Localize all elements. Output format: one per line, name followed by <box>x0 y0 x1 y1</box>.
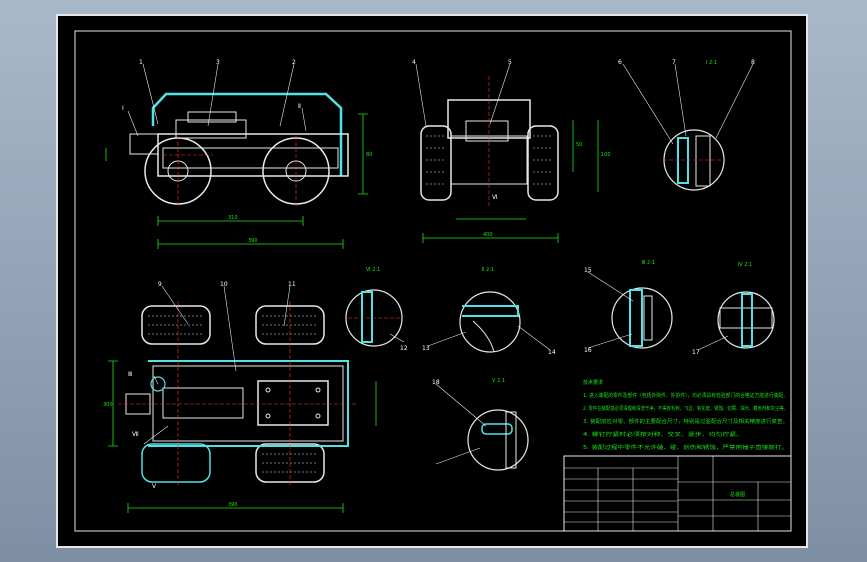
top-seat-plate <box>257 380 329 426</box>
balloon-3: 3 <box>216 59 220 66</box>
detail-title-6: Ⅵ 2:1 <box>366 267 380 273</box>
dim-top-length: 390 <box>228 502 238 508</box>
side-frame-inner <box>162 147 339 169</box>
balloon-14: 14 <box>548 349 556 356</box>
detail-vi: 12 Ⅵ 2:1 <box>345 267 408 352</box>
tech-note-4: 4. 螺钉拧紧时必须按对称、交叉、逐步、均匀拧紧。 <box>583 431 743 438</box>
section-mark-3: Ⅲ <box>128 371 132 378</box>
dim-front-h1: 50 <box>576 142 582 148</box>
balloon-4: 4 <box>412 59 416 66</box>
dim-height: 80 <box>366 152 372 158</box>
balloon-1: 1 <box>139 59 143 66</box>
top-housing <box>148 360 349 447</box>
balloon-5: 5 <box>508 59 512 66</box>
tech-note-3: 3. 装配前应对零、部件的主要配合尺寸，特别是过盈配合尺寸及相关精度进行复查。 <box>583 418 788 425</box>
section-mark-1: Ⅰ <box>122 105 124 112</box>
detail-i: 6 7 8 Ⅰ 2:1 <box>618 59 755 191</box>
detail-iii: 15 16 Ⅲ 2:1 <box>584 260 673 354</box>
cad-drawing: 310 390 80 1 3 2 Ⅰ Ⅱ 400 50 100 4 5 <box>74 30 792 532</box>
top-wheel-rl <box>141 443 211 483</box>
side-housing <box>151 92 343 126</box>
technical-notes: 技术要求 1. 进入装配的零件及部件（包括外购件、外协件），均必须具有检验部门的… <box>583 379 788 451</box>
detail-title-4: Ⅳ 2:1 <box>738 262 752 268</box>
side-view: 310 390 80 1 3 2 Ⅰ Ⅱ <box>105 59 372 249</box>
detail-v: 18 Ⅴ 2:1 <box>432 378 529 471</box>
front-view: 400 50 100 4 5 Ⅵ <box>412 59 611 243</box>
balloon-9: 9 <box>158 281 162 288</box>
detail-ii: 13 14 Ⅱ 2:1 <box>422 267 556 356</box>
dim-top-width: 300 <box>103 402 113 408</box>
tech-notes-title: 技术要求 <box>583 379 603 386</box>
top-frame <box>152 365 344 442</box>
engine-head <box>187 111 237 123</box>
section-mark-2: Ⅱ <box>298 103 301 110</box>
front-wheel-left <box>420 125 452 201</box>
tech-note-1: 1. 进入装配的零件及部件（包括外购件、外协件），均必须具有检验部门的合格证方能… <box>583 392 788 399</box>
balloon-6: 6 <box>618 59 622 66</box>
detail-title-2: Ⅱ 2:1 <box>482 267 494 273</box>
balloon-15: 15 <box>584 267 592 274</box>
top-engine <box>162 387 244 419</box>
section-mark-6: Ⅵ <box>492 194 498 201</box>
side-frame <box>157 133 349 177</box>
detail-title-5: Ⅴ 2:1 <box>492 378 505 384</box>
balloon-18: 18 <box>432 379 440 386</box>
top-view: 390 300 9 10 11 Ⅲ Ⅶ Ⅴ <box>103 281 377 513</box>
side-dim-lines <box>105 113 368 249</box>
front-engine <box>465 120 509 142</box>
balloon-12: 12 <box>400 345 408 352</box>
detail-title-1: Ⅰ 2:1 <box>706 60 717 66</box>
inner-border <box>74 30 792 532</box>
top-dim-lines <box>108 360 377 513</box>
balloon-7: 7 <box>672 59 676 66</box>
dim-wheelbase: 310 <box>228 215 238 221</box>
balloon-10: 10 <box>220 281 228 288</box>
section-mark-7: Ⅶ <box>132 431 139 438</box>
balloon-11: 11 <box>288 281 296 288</box>
dim-front-h2: 100 <box>601 152 611 158</box>
title-drawing-name: 总装图 <box>730 491 745 498</box>
tech-note-5: 5. 装配过程中零件不允许磕、碰、划伤和锈蚀，严禁用锤子直接敲打。 <box>583 444 788 451</box>
front-wheel-right <box>527 125 559 201</box>
detail-iv: 17 Ⅳ 2:1 <box>692 262 775 356</box>
balloon-16: 16 <box>584 347 592 354</box>
front-dim-lines <box>422 120 599 243</box>
balloon-17: 17 <box>692 349 700 356</box>
engine-block <box>175 119 247 139</box>
dim-length: 390 <box>248 238 258 244</box>
dim-track: 400 <box>483 232 493 238</box>
title-block: 总装图 <box>563 455 792 532</box>
balloon-13: 13 <box>422 345 430 352</box>
tech-note-2: 2. 零件在装配前必须清理和清洗干净，不得有毛刺、飞边、氧化皮、锈蚀、切屑、油污… <box>583 405 788 412</box>
balloon-8: 8 <box>751 59 755 66</box>
balloon-2: 2 <box>292 59 296 66</box>
drawing-sheet: 310 390 80 1 3 2 Ⅰ Ⅱ 400 50 100 4 5 <box>56 14 808 548</box>
front-box <box>129 133 159 155</box>
section-mark-5: Ⅴ <box>152 483 157 490</box>
detail-title-3: Ⅲ 2:1 <box>642 260 655 266</box>
